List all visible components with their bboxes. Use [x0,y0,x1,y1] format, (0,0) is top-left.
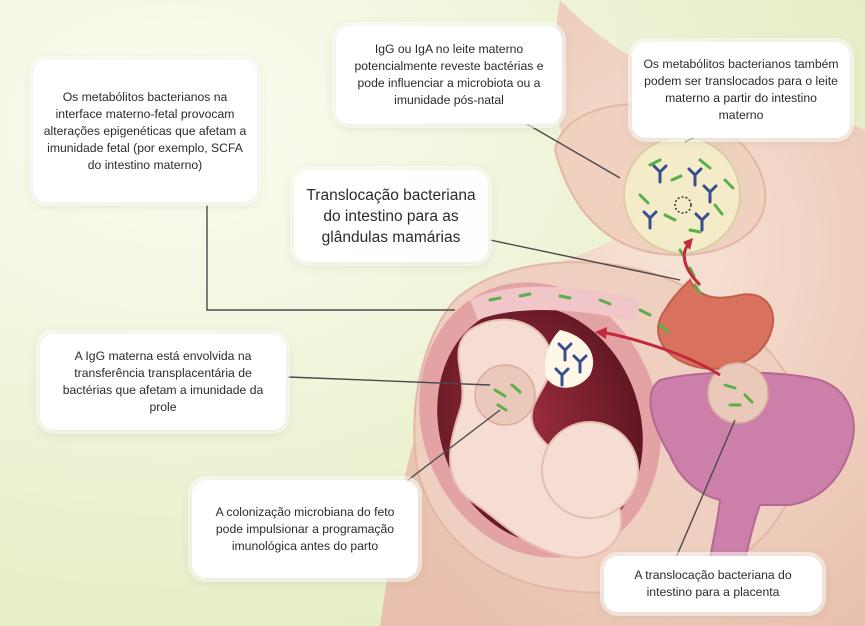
callout-igg-iga-milk: IgG ou IgA no leite materno potencialmen… [336,26,562,124]
callout-text: A translocação bacteriana do intestino p… [614,567,812,601]
callout-maternal-fetal-metabolites: Os metabólitos bacterianos na interface … [33,60,257,202]
callout-text: Os metabólitos bacterianos na interface … [43,89,247,174]
callout-fetal-colonization: A colonização microbiana do feto pode im… [192,480,418,578]
callout-text: IgG ou IgA no leite materno potencialmen… [346,41,552,109]
callout-maternal-igg: A IgG materna está envolvida na transfer… [40,334,286,430]
callout-text: A IgG materna está envolvida na transfer… [50,348,276,416]
callout-text: Translocação bacteriana do intestino par… [304,185,478,248]
callout-text: Os metabólitos bacterianos também podem … [642,56,840,124]
callout-translocation-placenta: A translocação bacteriana do intestino p… [604,556,822,612]
callout-translocation-mammary: Translocação bacteriana do intestino par… [294,170,488,262]
callout-text: A colonização microbiana do feto pode im… [202,504,408,555]
fetus-head [542,422,638,518]
callout-metabolites-milk: Os metabólitos bacterianos também podem … [632,42,850,138]
